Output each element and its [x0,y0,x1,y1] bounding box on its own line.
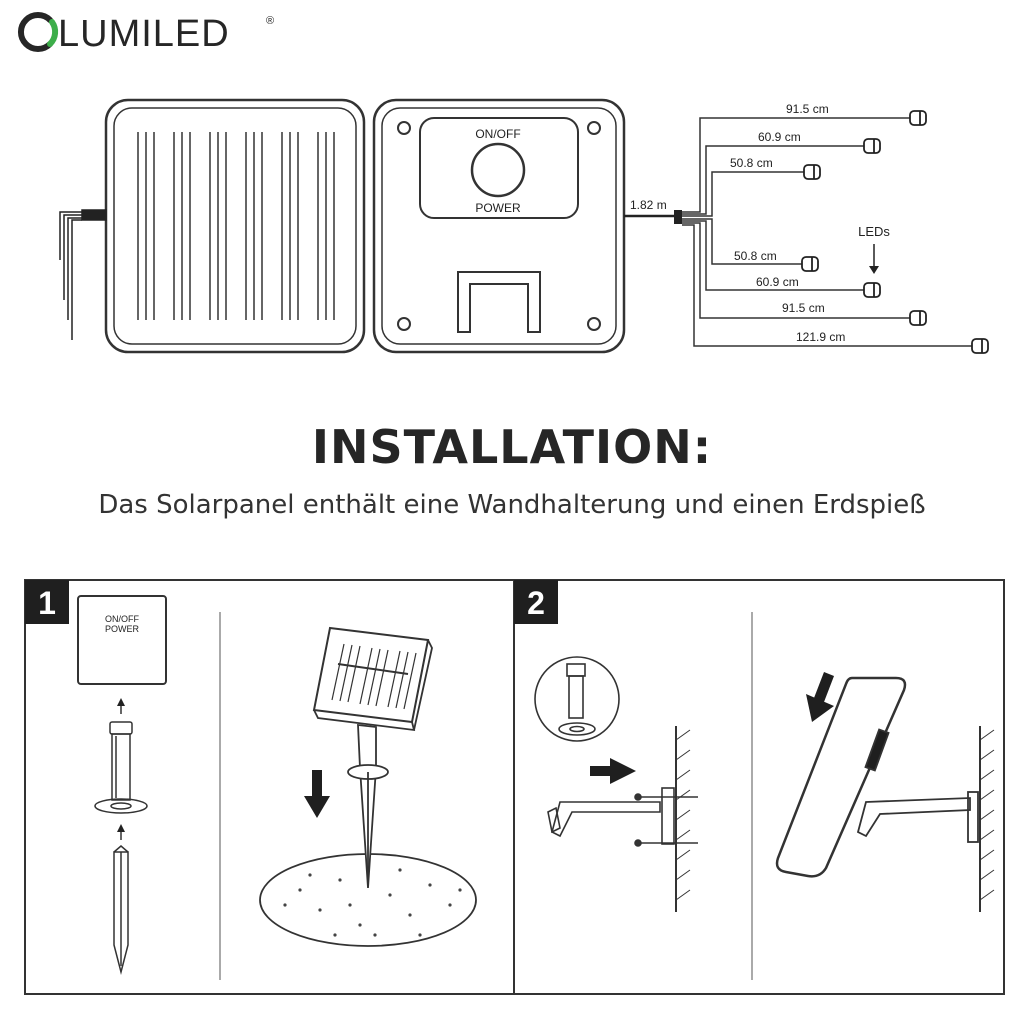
switch-label-bottom: POWER [475,201,521,215]
arrow-up-icon [117,824,125,832]
wire-length-label: 91.5 cm [782,301,825,315]
led-bulb-icon [971,338,989,354]
led-bulb-icon [909,110,927,126]
logo-text: LUMILED [58,13,230,55]
panel-mount-stub [59,209,107,340]
solar-cells-icon [137,132,335,320]
arrow-down-icon [304,770,330,818]
led-wires [682,117,974,347]
led-bulb-icon [801,256,819,272]
arrow-down-icon [869,244,879,274]
arrow-up-icon [117,698,125,706]
step-1-exploded-view [77,595,167,975]
led-bulb-icon [909,310,927,326]
lumiled-logo: LUMILED ® [17,12,274,55]
wire-length-label: 50.8 cm [734,249,777,263]
step-2-wall-bracket [534,656,698,912]
step-2-mount-panel [775,676,995,912]
installation-subtitle: Das Solarpanel enthält eine Wandhalterun… [98,490,926,520]
step-2-number: 2 [527,585,545,621]
logo-ring-icon [17,12,59,52]
wire-length-label: 50.8 cm [730,156,773,170]
svg-text:LUMILED: LUMILED [58,13,230,55]
wire-length-labels: 91.5 cm 60.9 cm 50.8 cm 50.8 cm 60.9 cm … [730,102,845,344]
step-1-box-bottom: POWER [105,624,140,634]
registered-mark: ® [266,15,274,27]
step-1-badge: 1 [25,580,69,624]
wire-length-label: 60.9 cm [758,130,801,144]
leds-label: LEDs [858,224,890,239]
arrow-right-icon [590,758,636,784]
step-1-number: 1 [38,585,56,621]
led-bulb-icon [803,164,821,180]
wire-length-label: 121.9 cm [796,330,845,344]
arrow-down-left-icon [806,672,834,722]
step-1-box-top: ON/OFF [105,614,139,624]
led-bulbs [801,110,989,354]
led-bulb-icon [863,282,881,298]
wire-length-label: 91.5 cm [786,102,829,116]
wire-length-label: 60.9 cm [756,275,799,289]
installation-title: INSTALLATION: [311,420,713,474]
step-2-badge: 2 [514,580,558,624]
cable-length-label: 1.82 m [630,198,667,212]
power-button-icon [470,142,526,198]
step-1-ground-install [259,626,477,947]
switch-label-top: ON/OFF [475,127,520,141]
led-bulb-icon [863,138,881,154]
installation-steps: 1 2 ON/OFF POWER [24,579,1005,995]
solar-panel-front [104,98,366,354]
product-diagram: ON/OFF POWER 1.82 m 91.5 cm 60.9 cm 50.8… [59,98,989,354]
solar-panel-back [372,98,626,354]
